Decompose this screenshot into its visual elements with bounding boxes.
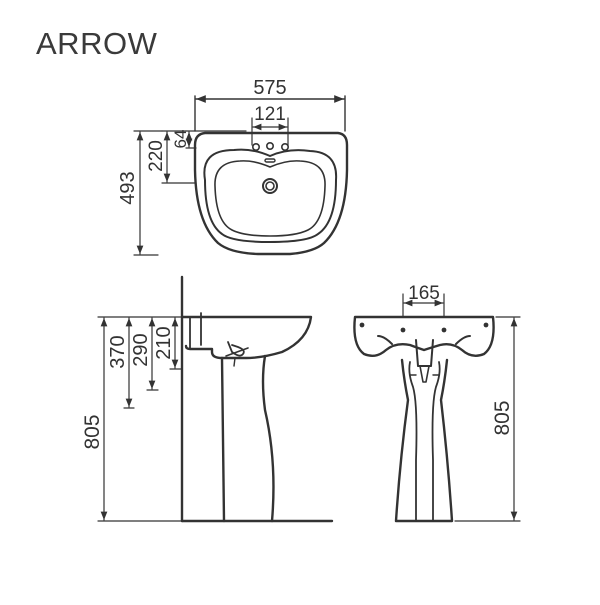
basin-bowl-outline <box>203 148 338 243</box>
pedestal-side-profile <box>220 354 275 523</box>
front-view: 165 805 <box>353 283 521 523</box>
waste-outlet <box>225 347 249 357</box>
pedestal-front-right-ridge <box>431 361 441 522</box>
brand-title: ARROW <box>36 26 158 61</box>
wall-bracket <box>189 312 202 349</box>
drain-outer <box>262 178 278 194</box>
depth-label: 493 <box>117 171 139 204</box>
width-label: 575 <box>253 77 286 99</box>
basin-front-bowl <box>377 335 471 345</box>
tap-spacing-label: 121 <box>254 104 286 125</box>
rim-depth-3-label: 210 <box>153 326 175 359</box>
fixing-hole-left <box>359 322 365 328</box>
fixing-hole-inner-right <box>441 327 447 333</box>
fixing-hole-right <box>483 322 489 328</box>
front-trap <box>415 339 434 367</box>
rim-depth-2-label: 290 <box>130 333 152 366</box>
offset-label: 64 <box>171 130 190 149</box>
front-height-label: 805 <box>491 400 514 435</box>
basin-inner-bowl <box>214 160 326 237</box>
top-view: 575 121 64 220 493 <box>117 77 349 256</box>
basin-outer-outline <box>193 131 349 256</box>
fixing-hole-inner-left <box>400 327 406 333</box>
pedestal-front-center-notch <box>419 365 430 383</box>
overflow-slot <box>264 158 276 163</box>
basin-front-profile <box>353 315 495 357</box>
tap-hole-right <box>280 143 289 152</box>
tap-hole-center <box>265 142 274 151</box>
tap-back-label: 220 <box>146 140 167 172</box>
rim-depth-1-label: 370 <box>107 335 129 368</box>
drain-inner <box>265 181 275 191</box>
side-view: 805 370 290 210 <box>81 275 334 523</box>
trap-tail <box>233 357 236 367</box>
pedestal-front-left-ridge <box>408 361 418 522</box>
height-label: 805 <box>81 414 104 449</box>
tap-hole-left <box>252 143 261 152</box>
fixing-spacing-label: 165 <box>408 283 440 304</box>
trap-outline <box>227 341 245 357</box>
pedestal-front-outline <box>394 358 454 523</box>
